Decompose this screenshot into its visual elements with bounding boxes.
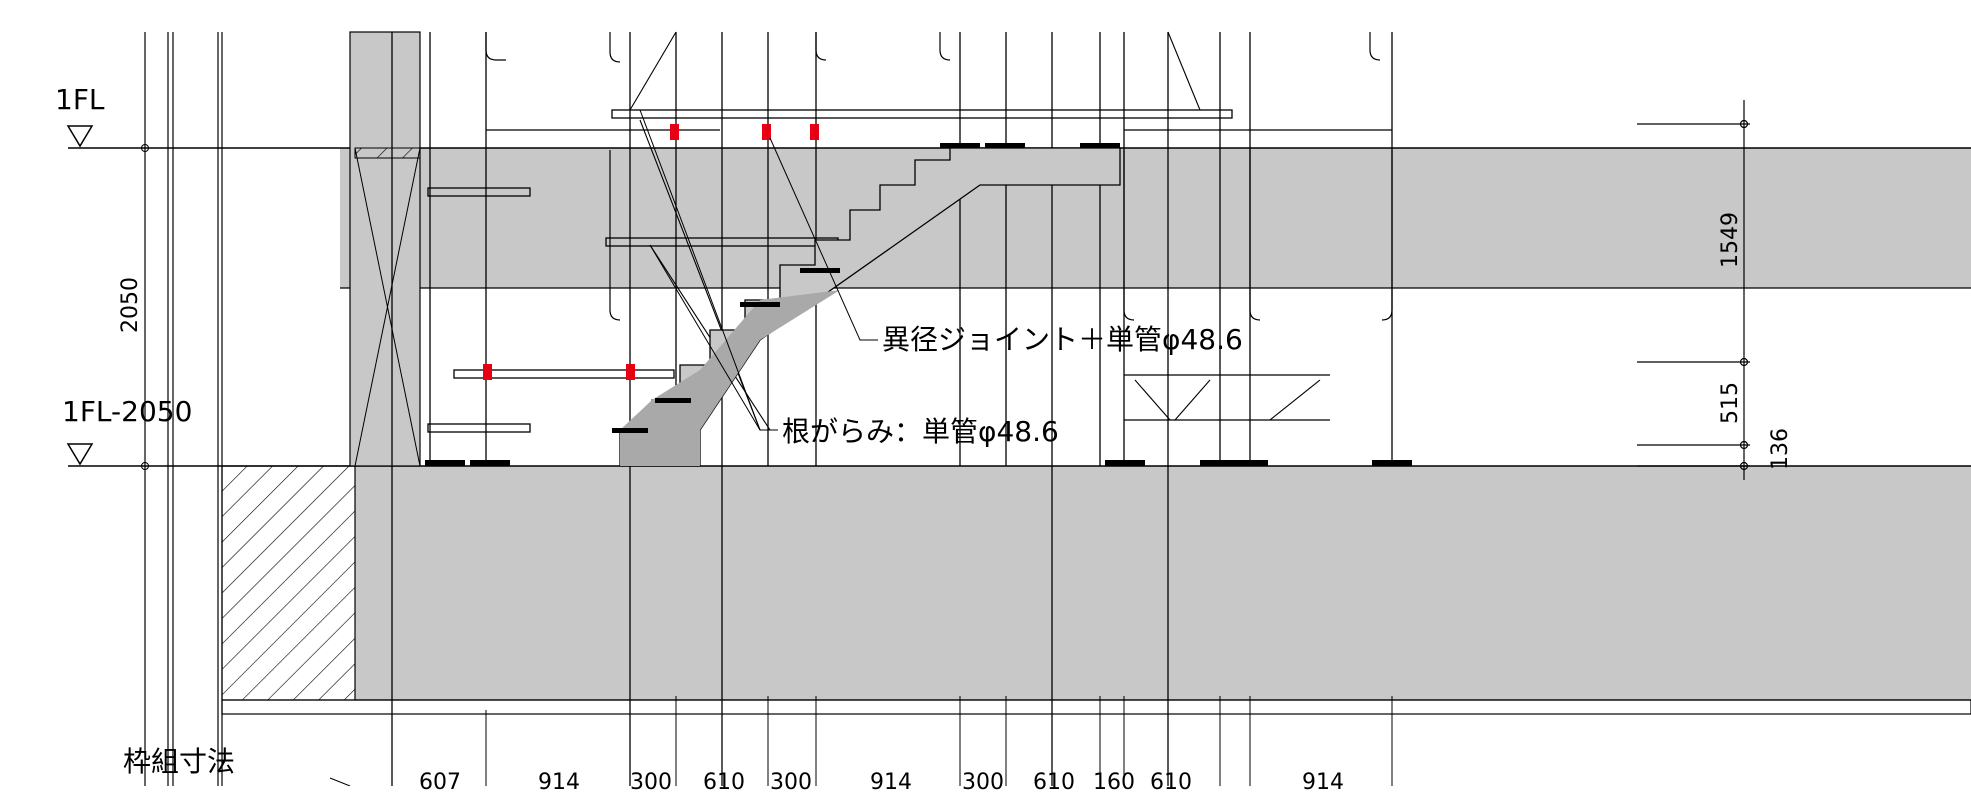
level-label-lower: 1FL-2050 xyxy=(62,395,193,428)
lower-slab-band xyxy=(355,466,1971,700)
frame-span: 300 xyxy=(630,770,672,795)
dimension-right-2: 515 xyxy=(1718,382,1743,424)
frame-dimension-title: 枠組寸法 xyxy=(123,745,236,778)
dimension-right-1: 1549 xyxy=(1718,212,1743,268)
annotation-joint: 異径ジョイント＋単管φ48.6 xyxy=(882,323,1243,356)
hatched-wall xyxy=(221,465,356,701)
annotation-brace: 根がらみ：単管φ48.6 xyxy=(782,415,1059,448)
frame-span: 914 xyxy=(538,770,580,795)
frame-span: 610 xyxy=(703,770,745,795)
base-jacks xyxy=(425,143,1412,466)
level-marker-upper xyxy=(66,125,94,148)
foundation-base xyxy=(221,699,1971,715)
frame-span: 914 xyxy=(870,770,912,795)
right-dimension xyxy=(1637,100,1750,480)
bracing xyxy=(629,31,1321,431)
frame-span: 914 xyxy=(1302,770,1344,795)
frame-span: 300 xyxy=(962,770,1004,795)
joint-leader xyxy=(769,137,878,341)
scaffold-ledgers xyxy=(427,109,1392,433)
guard-frames xyxy=(485,32,1393,321)
frame-dimension-ticks xyxy=(329,696,1393,786)
dimension-right-3: 136 xyxy=(1768,428,1793,470)
scaffold-standards xyxy=(391,32,1393,786)
dimension-height-total: 2050 xyxy=(118,277,143,333)
highlight-clamps xyxy=(483,124,819,380)
column-pier xyxy=(349,31,421,467)
upper-slab-band xyxy=(340,148,1971,288)
frame-span: 300 xyxy=(770,770,812,795)
frame-span: 607 xyxy=(419,770,461,795)
frame-span: 610 xyxy=(1150,770,1192,795)
frame-span: 610 xyxy=(1033,770,1075,795)
frame-span: 160 xyxy=(1093,770,1135,795)
level-label-upper: 1FL xyxy=(55,83,105,116)
level-marker-lower xyxy=(66,443,94,466)
